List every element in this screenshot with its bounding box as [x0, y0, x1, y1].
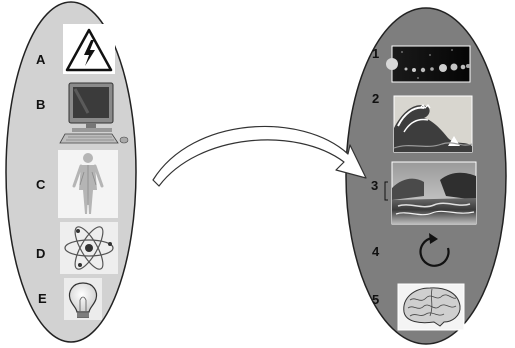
item-label-B: B — [36, 97, 45, 112]
curved-arrow-right — [153, 126, 366, 186]
item-label-1: 1 — [372, 46, 379, 61]
river-rapids-image — [392, 162, 476, 224]
high-voltage-warning-icon — [63, 24, 115, 74]
item-label-D: D — [36, 246, 45, 261]
right-group: 1 2 3 — [346, 8, 506, 344]
great-wave-painting-image — [394, 96, 472, 152]
item-label-3: 3 — [371, 178, 378, 193]
item-label-C: C — [36, 177, 46, 192]
item-label-2: 2 — [372, 91, 379, 106]
human-brain-image — [398, 284, 464, 330]
item-label-A: A — [36, 52, 46, 67]
item-label-5: 5 — [372, 292, 379, 307]
atom-model-icon — [60, 222, 118, 274]
left-group: A B C D — [6, 2, 136, 342]
item-label-4: 4 — [372, 244, 380, 259]
light-bulb-icon — [64, 278, 102, 320]
planet-alignment-image — [386, 46, 470, 82]
human-body-anatomy-icon — [58, 150, 118, 218]
item-label-E: E — [38, 291, 47, 306]
